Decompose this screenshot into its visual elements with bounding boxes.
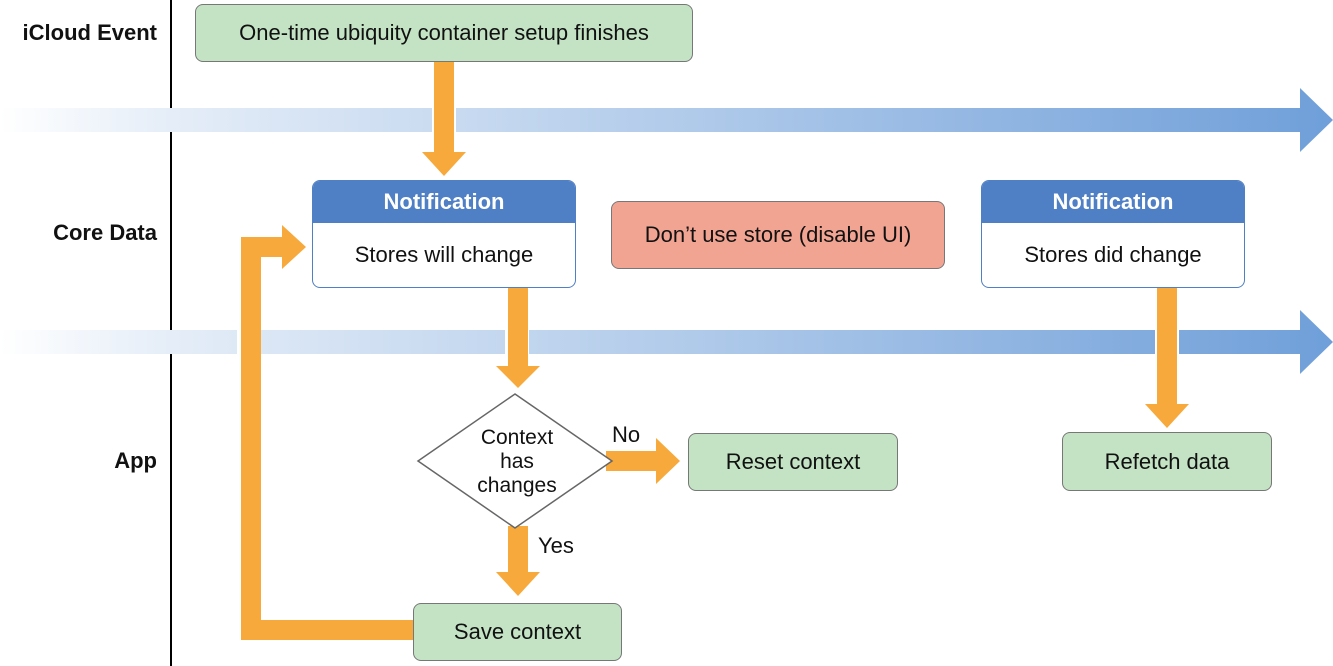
notification-header: Notification	[313, 181, 575, 223]
arrow-did-to-refetch	[1145, 288, 1189, 428]
setup-finishes-text: One-time ubiquity container setup finish…	[239, 20, 649, 45]
notification-header: Notification	[982, 181, 1244, 223]
refetch-data-text: Refetch data	[1104, 448, 1230, 474]
lane-label-core-data: Core Data	[53, 220, 157, 245]
lane-label-icloud: iCloud Event	[22, 20, 157, 45]
edge-label-yes: Yes	[538, 533, 574, 558]
dont-use-store-text: Don’t use store (disable UI)	[644, 222, 912, 247]
arrow-save-loop-to-will	[241, 225, 414, 640]
notification-body: Stores did change	[1024, 242, 1202, 267]
arrow-will-to-decision	[496, 288, 540, 388]
timeline-arrow-bottom	[0, 310, 1333, 374]
arrow-setup-to-will	[422, 62, 466, 176]
timeline-arrow-top	[0, 88, 1333, 152]
refetch-data-box: Refetch data	[1062, 432, 1272, 491]
notification-body: Stores will change	[354, 242, 534, 267]
save-context-text: Save context	[453, 619, 582, 644]
arrow-decision-to-save	[496, 526, 540, 596]
reset-context-box: Reset context	[688, 433, 898, 491]
decision-diamond	[416, 393, 614, 529]
setup-finishes-box: One-time ubiquity container setup finish…	[195, 4, 693, 62]
edge-label-no: No	[612, 422, 641, 447]
dont-use-store-box: Don’t use store (disable UI)	[611, 201, 945, 269]
save-context-box: Save context	[413, 603, 622, 661]
decision-text: Context has changes	[477, 426, 557, 497]
notification-stores-will-change: Notification Stores will change	[312, 180, 576, 288]
notification-stores-did-change: Notification Stores did change	[981, 180, 1245, 288]
lane-label-app: App	[114, 448, 157, 473]
reset-context-text: Reset context	[725, 449, 861, 474]
arrow-decision-to-reset	[606, 438, 680, 484]
